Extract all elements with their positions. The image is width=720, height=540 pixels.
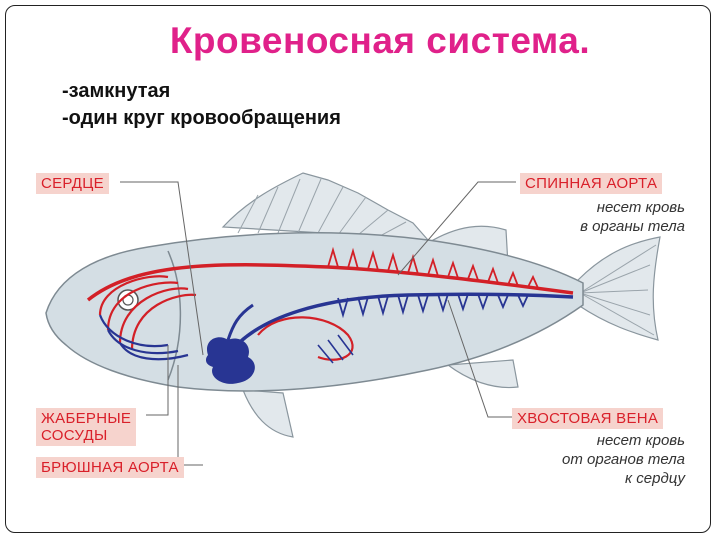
note-dorsal-aorta: несет кровь в органы тела xyxy=(580,198,685,236)
label-caudal-vein: ХВОСТОВАЯ ВЕНА xyxy=(512,408,664,429)
gill-arches-venous xyxy=(98,314,189,361)
gill-cover xyxy=(167,250,182,381)
note-caudal-vein-line2: от органов тела xyxy=(562,451,685,468)
label-ventral-aorta: БРЮШНАЯ АОРТА xyxy=(36,457,184,478)
note-caudal-vein-line3: к сердцу xyxy=(625,470,685,487)
eye xyxy=(117,289,139,311)
caudal-vein-branches xyxy=(337,293,529,319)
feature-closed: -замкнутая xyxy=(62,80,171,102)
fish-circulation-diagram: СЕРДЦЕ ЖАБЕРНЫЕ СОСУДЫ БРЮШНАЯ АОРТА СПИ… xyxy=(28,165,693,490)
gill-arches xyxy=(98,275,197,351)
slide-title: Кровеносная система. xyxy=(169,20,591,61)
dorsal-aorta-branches xyxy=(327,246,539,289)
note-dorsal-aorta-line1: несет кровь xyxy=(596,199,685,216)
heart-organ xyxy=(205,337,255,384)
label-dorsal-aorta: СПИННАЯ АОРТА xyxy=(520,173,663,194)
label-gill-vessels-line2: СОСУДЫ xyxy=(41,427,108,444)
tail-fin xyxy=(577,236,661,341)
note-dorsal-aorta-line2: в органы тела xyxy=(580,218,685,235)
dorsal-fin xyxy=(221,172,430,241)
label-gill-vessels-line1: ЖАБЕРНЫЕ xyxy=(41,410,132,427)
visceral-vessels xyxy=(257,316,354,361)
label-heart: СЕРДЦЕ xyxy=(36,173,109,194)
anal-fin xyxy=(446,359,519,389)
pelvic-fin xyxy=(242,389,294,438)
fish-illustration xyxy=(45,172,661,466)
label-gill-vessels: ЖАБЕРНЫЕ СОСУДЫ xyxy=(36,408,137,446)
tail-fin-rays xyxy=(579,244,657,336)
feature-one-circle: -один круг кровообращения xyxy=(62,107,341,129)
note-caudal-vein-line1: несет кровь xyxy=(596,432,685,449)
dorsal-fin-rays xyxy=(237,178,407,238)
slide-frame xyxy=(5,5,711,533)
note-caudal-vein: несет кровь от органов тела к сердцу xyxy=(562,431,685,488)
